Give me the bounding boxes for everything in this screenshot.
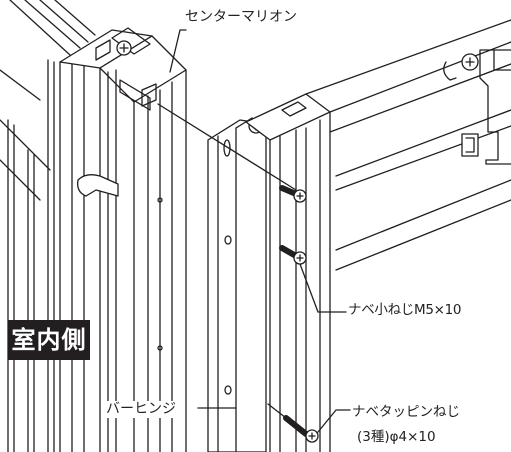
tapping-screw-label: ナベタッピンねじ — [352, 404, 460, 420]
left-frame-rails — [7, 59, 55, 452]
center-mullion-label: センターマリオン — [185, 9, 297, 25]
leader-lines — [157, 29, 351, 433]
bar-hinge-shape — [207, 117, 267, 452]
cross-section-detail — [443, 49, 511, 165]
tapping-screw — [267, 403, 319, 443]
right-frame-shape — [245, 19, 511, 452]
pan-screw-label: ナベ小ねじM5×10 — [348, 302, 462, 318]
indoor-side-badge: 室内側 — [8, 320, 90, 360]
center-mullion-shape — [59, 27, 187, 452]
tapping-screw-spec-label: (3種)φ4×10 — [357, 429, 436, 445]
pan-screws — [279, 185, 307, 265]
bar-hinge-label: バーヒンジ — [104, 401, 178, 418]
left-frame-diagonals — [0, 0, 96, 201]
